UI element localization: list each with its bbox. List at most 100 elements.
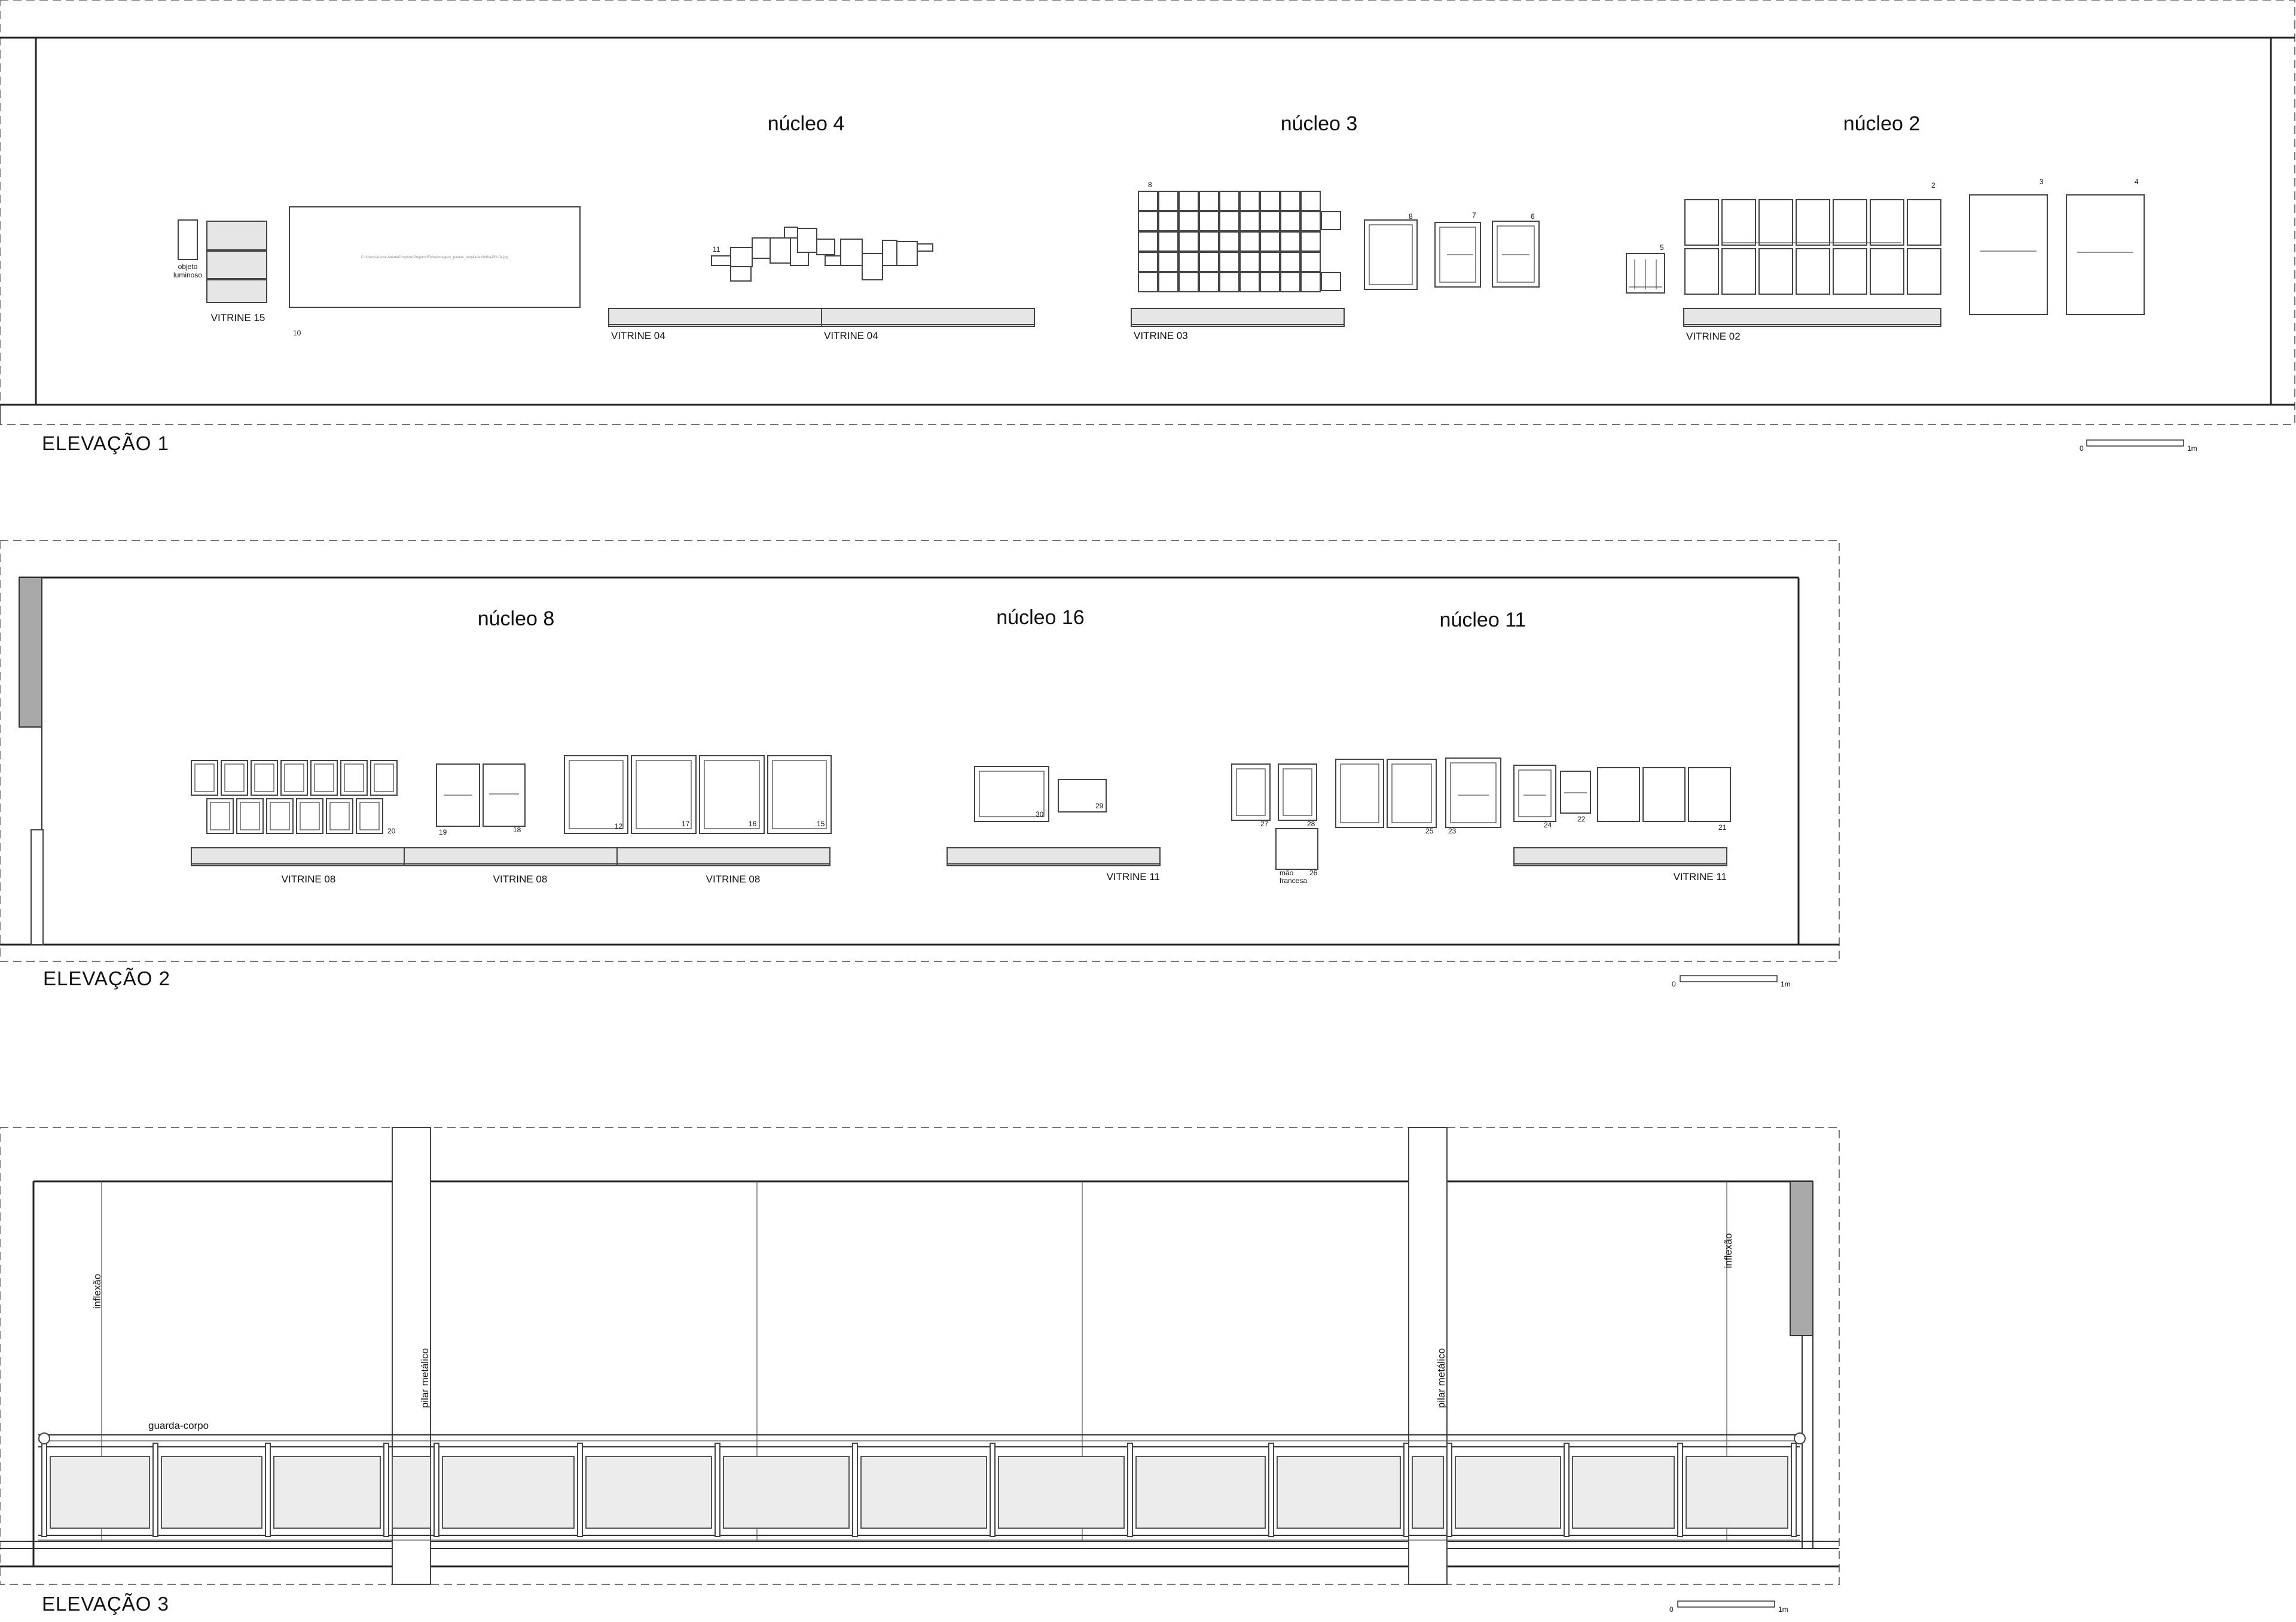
small-frame	[221, 760, 248, 796]
svg-text:1m: 1m	[1781, 980, 1791, 988]
small-frame	[1199, 231, 1219, 252]
small-frame	[1158, 272, 1178, 292]
guarda-corpo-railing	[38, 1432, 1806, 1541]
small-frame	[340, 760, 368, 796]
small-frame	[1260, 191, 1280, 211]
small-frame	[1158, 231, 1178, 252]
small-frame	[1178, 231, 1199, 252]
item-number: 7	[1472, 211, 1476, 219]
mao-francesa-label-line: francesa	[1280, 876, 1307, 885]
elevation-3: guarda-corpo inflexão inflexão pilar met…	[0, 1127, 1840, 1615]
item-number: 30	[1036, 810, 1044, 818]
item-number: 24	[1544, 821, 1552, 829]
railing-glass-panel	[1412, 1456, 1444, 1529]
small-frame	[1280, 272, 1300, 292]
railing-post	[152, 1443, 158, 1537]
vitrine-label: VITRINE 08	[493, 873, 548, 885]
item-number: 22	[1577, 815, 1586, 823]
nucleo-label: núcleo 2	[1843, 112, 1921, 135]
small-frame	[1280, 231, 1300, 252]
item-number: 23	[1448, 827, 1457, 835]
small-frame	[1199, 272, 1219, 292]
svg-text:1m: 1m	[2187, 444, 2197, 453]
railing-post	[1677, 1443, 1683, 1537]
small-frame	[1300, 272, 1321, 292]
railing-glass-panel	[1572, 1456, 1675, 1529]
small-frame	[1870, 248, 1904, 295]
item-number: 12	[615, 822, 623, 830]
nucleo-8-medium-frames	[436, 763, 526, 827]
small-frame	[370, 760, 398, 796]
vitrine-11-case-b	[1513, 847, 1727, 866]
railing-post	[1791, 1443, 1797, 1537]
item-number: 10	[293, 329, 301, 337]
railing-glass-panel	[50, 1456, 150, 1529]
vitrine-11-case-a	[947, 847, 1161, 866]
railing-glass-panel	[1277, 1456, 1401, 1529]
nucleo-label: núcleo 4	[768, 112, 845, 135]
svg-text:0: 0	[2080, 444, 2084, 453]
railing-post	[1127, 1443, 1133, 1537]
vitrine-label: VITRINE 04	[824, 330, 878, 341]
nucleo-16-frame-29	[1058, 779, 1107, 812]
railing-glass-panel	[1686, 1456, 1788, 1529]
railing-end-cap	[1794, 1432, 1806, 1444]
small-frame	[251, 760, 278, 796]
vitrine-label: VITRINE 11	[1107, 871, 1160, 882]
scale-bar: 0 1m	[1669, 1600, 1788, 1614]
small-frame	[1260, 231, 1280, 252]
small-frame	[1219, 231, 1239, 252]
small-frame	[1138, 252, 1158, 272]
small-frame	[1758, 199, 1793, 246]
railing-post	[577, 1443, 583, 1537]
small-frame	[1300, 252, 1321, 272]
small-frame	[1300, 211, 1321, 231]
item-number: 27	[1260, 820, 1269, 828]
vitrine-label: VITRINE 11	[1674, 871, 1727, 882]
small-frame	[1158, 191, 1178, 211]
small-frame	[310, 760, 338, 796]
small-frame	[1796, 248, 1830, 295]
small-frame	[236, 798, 264, 834]
object-label-line: luminoso	[173, 271, 202, 279]
object-label-line: objeto	[178, 262, 198, 271]
item-number: 16	[749, 820, 757, 828]
small-frame	[1907, 248, 1941, 295]
nucleo-label: núcleo 16	[996, 606, 1084, 629]
small-frame	[1178, 272, 1199, 292]
railing-post	[265, 1443, 271, 1537]
small-frame	[206, 798, 234, 834]
item-number: 18	[513, 826, 521, 834]
railing-glass-panel	[1455, 1456, 1561, 1529]
elevation-2: núcleo 8 núcleo 16 núcleo 11 20 19 18 12…	[0, 540, 1840, 989]
small-frame	[1260, 272, 1280, 292]
small-frame	[1219, 211, 1239, 231]
nucleo-label: núcleo 11	[1440, 609, 1526, 631]
small-frame	[1833, 199, 1867, 246]
pilar-label: pilar metálico	[419, 1348, 430, 1408]
railing-glass-panel	[1135, 1456, 1266, 1529]
small-frame	[1199, 191, 1219, 211]
item-number: 11	[713, 245, 720, 253]
small-frame	[1219, 252, 1239, 272]
luminous-object	[178, 219, 198, 260]
small-frame	[356, 798, 383, 834]
inflexao-label: inflexão	[1723, 1233, 1734, 1269]
small-frame	[1199, 211, 1219, 231]
inflexao-label: inflexão	[91, 1274, 103, 1309]
item-number: 21	[1718, 823, 1727, 832]
small-frame	[1721, 248, 1756, 295]
svg-text:0: 0	[1669, 1605, 1674, 1614]
small-frame	[1300, 231, 1321, 252]
railing-post	[990, 1443, 996, 1537]
railing-post	[433, 1443, 439, 1537]
item-number: 2	[1931, 181, 1935, 190]
small-frame	[1833, 248, 1867, 295]
item-number: 29	[1095, 802, 1104, 810]
vitrine-04-case-b	[821, 308, 1035, 327]
scale-bar: 0 1m	[1672, 975, 1791, 988]
large-frame-3	[1969, 194, 2048, 315]
nucleo-8-small-frames	[191, 760, 398, 834]
vitrine-08-case-a	[191, 847, 405, 866]
